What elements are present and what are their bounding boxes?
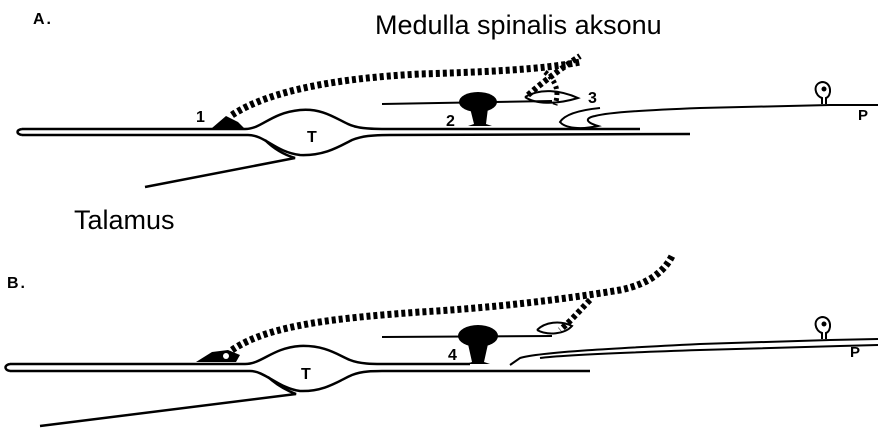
panel-b-p-receptor xyxy=(816,317,831,339)
panel-a-letter: A. xyxy=(33,11,53,28)
panel-a-p-fiber xyxy=(560,105,878,128)
panel-a-num-2: 2 xyxy=(446,113,455,130)
panel-a-axon-end xyxy=(18,129,23,135)
spinal-axon-label: Medulla spinalis aksonu xyxy=(375,8,662,42)
panel-a-synapse-1 xyxy=(212,116,244,128)
panel-a-thalamus-branch xyxy=(145,140,295,187)
panel-a-p-receptor xyxy=(816,82,831,104)
thalamus-label: Talamus xyxy=(74,203,175,237)
panel-b-axon-end xyxy=(6,364,11,371)
panel-b-letter: B. xyxy=(7,275,27,292)
panel-b-p-label: P xyxy=(850,344,860,361)
panel-b: B. T 4 P xyxy=(6,256,878,426)
panel-a-axon xyxy=(22,110,640,129)
panel-b-num-4: 4 xyxy=(448,347,457,364)
panel-b-axon-lower xyxy=(10,371,590,391)
panel-b-interneuron-stem xyxy=(466,344,490,364)
panel-a-thalamus-label: T xyxy=(307,129,317,146)
panel-a-num-3: 3 xyxy=(588,90,597,107)
panel-a-num-1: 1 xyxy=(196,109,205,126)
panel-b-interneuron-body xyxy=(458,325,498,347)
panel-a-beaded-fiber xyxy=(232,62,580,115)
panel-a-interneuron-stem xyxy=(468,108,492,126)
panel-b-receptor-dot xyxy=(822,322,827,327)
panel-b-p-fiber-lower xyxy=(540,345,878,358)
panel-a-p-label: P xyxy=(858,107,868,124)
panel-b-beaded-branch xyxy=(560,300,590,330)
panel-a-axon-lower xyxy=(22,134,690,155)
panel-a-receptor-dot xyxy=(822,87,827,92)
panel-b-thalamus-label: T xyxy=(301,366,311,383)
panel-b-p-fiber xyxy=(510,339,878,365)
panel-b-thalamus-branch xyxy=(40,377,296,426)
panel-b-synapse-dot xyxy=(223,353,229,359)
